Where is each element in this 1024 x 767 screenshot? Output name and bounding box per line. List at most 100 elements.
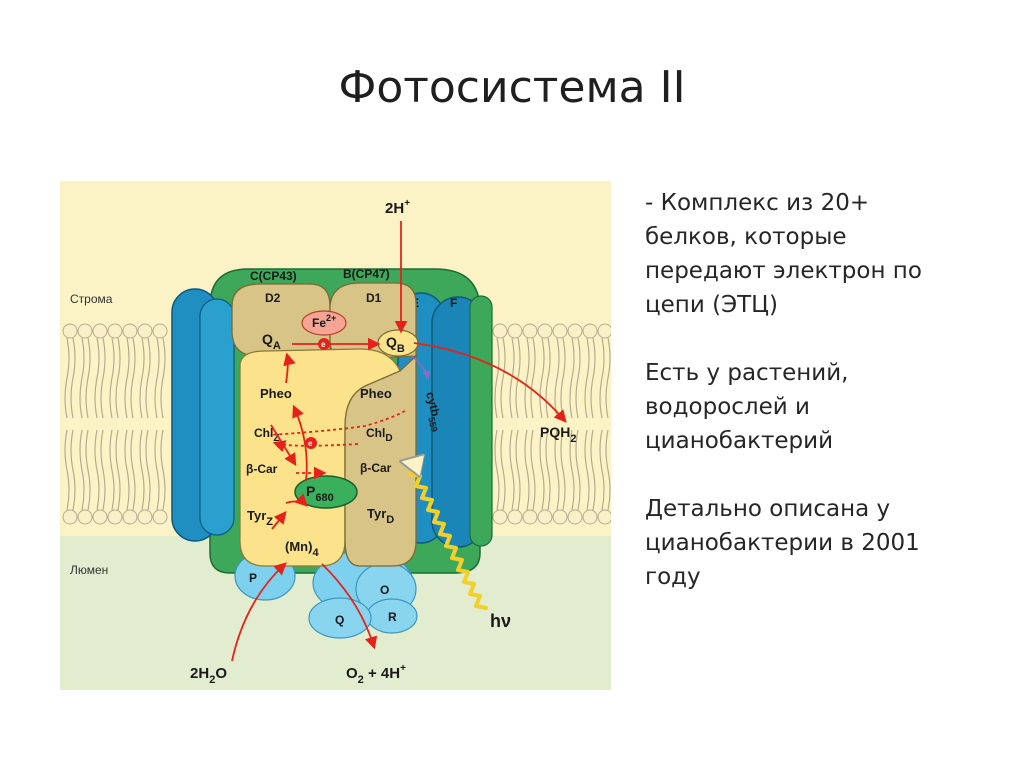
stroma-label: Строма: [70, 292, 113, 306]
lipid-head: [77, 323, 93, 339]
lipid-tail: [599, 337, 605, 419]
lipid-tail: [605, 429, 611, 511]
lipid-tail: [554, 337, 560, 419]
lipid-head: [582, 509, 598, 525]
lipid-tail: [584, 429, 590, 511]
label-c-cp43: C(CP43): [250, 269, 297, 283]
description-line: - Комплекс из 20+: [645, 190, 870, 216]
lipid-tail: [500, 337, 506, 419]
lipid-head: [552, 323, 568, 339]
proton-input-label: 2H+: [385, 198, 410, 217]
description-line: водорослей и: [645, 394, 810, 420]
qa-label: QA: [262, 331, 281, 352]
lipid-tail: [124, 429, 130, 511]
lipid-head: [567, 323, 583, 339]
lipid-tail: [539, 429, 545, 511]
lipid-head: [492, 323, 508, 339]
protein-right-green-edge: [469, 295, 493, 547]
description-line: Детально описана у: [645, 496, 891, 522]
lipid-tail: [560, 429, 566, 511]
label-d2: D2: [265, 291, 281, 305]
lipid-head: [507, 509, 523, 525]
description-line: году: [645, 564, 701, 590]
lipid-bilayer: [62, 323, 611, 525]
lipid-tail: [145, 429, 151, 511]
lipid-tail: [79, 429, 85, 511]
lipid-head: [62, 323, 78, 339]
lipid-tail: [599, 429, 605, 511]
lipid-tail: [530, 337, 536, 419]
water-label: 2H2O: [190, 665, 227, 686]
lipid-tail: [560, 337, 566, 419]
lipid-head: [62, 509, 78, 525]
label-o: O: [380, 583, 389, 597]
lumen-label: Люмен: [70, 563, 108, 577]
lipid-head: [522, 323, 538, 339]
lipid-tail: [515, 429, 521, 511]
lipid-tail: [160, 429, 166, 511]
lipid-tail: [139, 429, 145, 511]
description-line: цепи (ЭТЦ): [645, 292, 779, 318]
lipid-tail: [130, 337, 136, 419]
protein-q: [308, 597, 372, 639]
lipid-tail: [590, 429, 596, 511]
lipid-tail: [145, 337, 151, 419]
lipid-tail: [64, 429, 70, 511]
lipid-tail: [154, 337, 160, 419]
lipid-tail: [100, 429, 106, 511]
lipid-tail: [590, 337, 596, 419]
lipid-tail: [569, 429, 575, 511]
lipid-tail: [509, 429, 515, 511]
lipid-head: [537, 323, 553, 339]
lipid-head: [522, 509, 538, 525]
lipid-tail: [160, 337, 166, 419]
lipid-tail: [515, 337, 521, 419]
lipid-head: [152, 323, 168, 339]
lipid-head: [597, 509, 611, 525]
chld-label: ChlD: [366, 426, 393, 444]
description-line: Есть у растений,: [645, 360, 849, 386]
lipid-tail: [100, 337, 106, 419]
lipid-tail: [94, 337, 100, 419]
lipid-tail: [94, 429, 100, 511]
label-b-cp47: B(CP47): [343, 267, 390, 281]
lipid-tail: [569, 337, 575, 419]
lipid-head: [507, 323, 523, 339]
lipid-head: [107, 509, 123, 525]
lipid-tail: [124, 337, 130, 419]
electron-symbol-chl: e: [308, 439, 313, 448]
bcar-right-label: β-Car: [360, 461, 392, 475]
lipid-tail: [524, 337, 530, 419]
lipid-tail: [109, 337, 115, 419]
lipid-tail: [79, 337, 85, 419]
electron-badge-chl: [305, 437, 317, 449]
pheo-right-label: Pheo: [360, 386, 392, 401]
label-p: P: [249, 571, 257, 585]
tyrz-label: TyrZ: [247, 508, 273, 528]
lipid-tail: [605, 337, 611, 419]
slide-title: Фотосистема II: [338, 62, 686, 113]
label-d1: D1: [366, 291, 382, 305]
lipid-head: [582, 323, 598, 339]
lipid-tail: [115, 429, 121, 511]
electron-symbol-qa: e: [321, 340, 326, 349]
oxygen-protons-label: O2 + 4H+: [346, 663, 406, 686]
lipid-tail: [545, 429, 551, 511]
lipid-head: [567, 509, 583, 525]
pheo-left-label: Pheo: [260, 386, 292, 401]
lipid-tail: [575, 429, 581, 511]
lipid-tail: [139, 337, 145, 419]
lipid-head: [107, 323, 123, 339]
label-f: F: [450, 296, 457, 310]
light-label: hν: [490, 611, 511, 631]
description-line: цианобактерии в 2001: [645, 530, 920, 556]
lipid-head: [537, 509, 553, 525]
light-wave: [404, 462, 488, 610]
tyrd-label: TyrD: [367, 506, 394, 526]
lipid-tail: [539, 337, 545, 419]
lipid-tail: [554, 429, 560, 511]
lipid-tail: [494, 429, 500, 511]
lipid-tail: [109, 429, 115, 511]
lipid-tail: [545, 337, 551, 419]
lipid-tail: [64, 337, 70, 419]
